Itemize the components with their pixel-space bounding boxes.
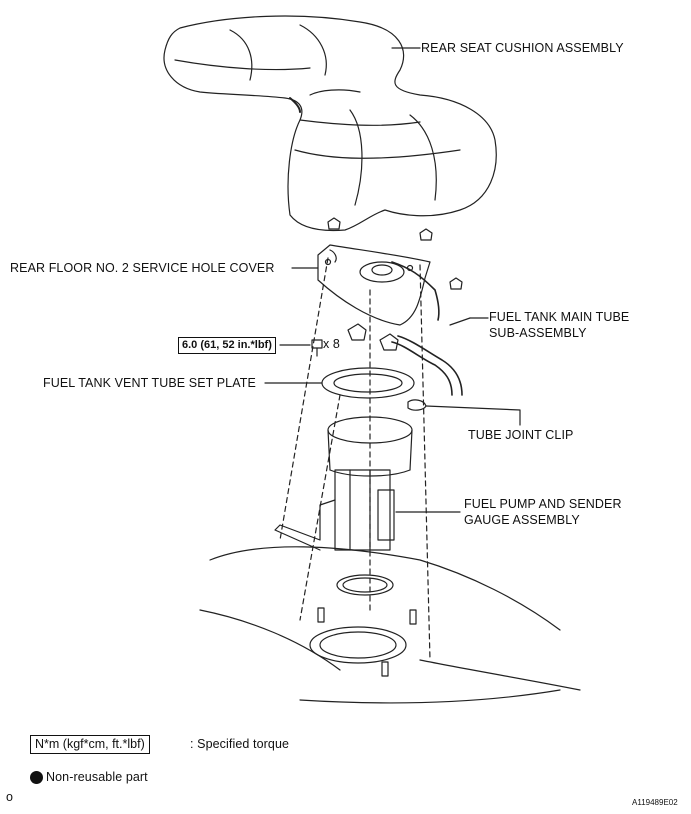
tube-joint-clip-drawing bbox=[407, 399, 521, 426]
corner-mark: o bbox=[6, 790, 14, 804]
vent-set-plate-drawing bbox=[321, 367, 415, 399]
label-fuel-pump-line2: GAUGE ASSEMBLY bbox=[464, 513, 580, 527]
fuel-tank-opening-drawing bbox=[199, 546, 581, 704]
legend-non-reusable: Non-reusable part bbox=[46, 770, 148, 784]
fuel-main-tube-drawing bbox=[347, 323, 463, 396]
torque-bolt-drawing bbox=[279, 339, 323, 357]
fuel-pump-drawing bbox=[274, 416, 413, 596]
figure-id: A119489E02 bbox=[632, 798, 678, 807]
torque-spec-box: 6.0 (61, 52 in.*lbf) bbox=[178, 337, 276, 354]
label-main-tube-line1: FUEL TANK MAIN TUBE bbox=[489, 310, 630, 324]
bolt-quantity: x 8 bbox=[323, 337, 340, 351]
legend-torque-desc: : Specified torque bbox=[190, 737, 290, 751]
label-vent-tube-set-plate: FUEL TANK VENT TUBE SET PLATE bbox=[43, 376, 256, 390]
label-main-tube-line2: SUB-ASSEMBLY bbox=[489, 326, 587, 340]
cover-nuts bbox=[327, 217, 463, 290]
label-tube-joint-clip: TUBE JOINT CLIP bbox=[468, 428, 574, 442]
rear-seat-cushion-drawing bbox=[163, 15, 497, 232]
service-hole-cover-drawing bbox=[317, 244, 440, 326]
assembly-guide-lines bbox=[279, 257, 431, 661]
legend-torque-unit-box: N*m (kgf*cm, ft.*lbf) bbox=[30, 735, 150, 754]
label-fuel-pump-line1: FUEL PUMP AND SENDER bbox=[464, 497, 622, 511]
non-reusable-icon bbox=[30, 771, 43, 784]
label-rear-seat-cushion: REAR SEAT CUSHION ASSEMBLY bbox=[421, 41, 624, 55]
label-service-hole-cover: REAR FLOOR NO. 2 SERVICE HOLE COVER bbox=[10, 261, 275, 275]
